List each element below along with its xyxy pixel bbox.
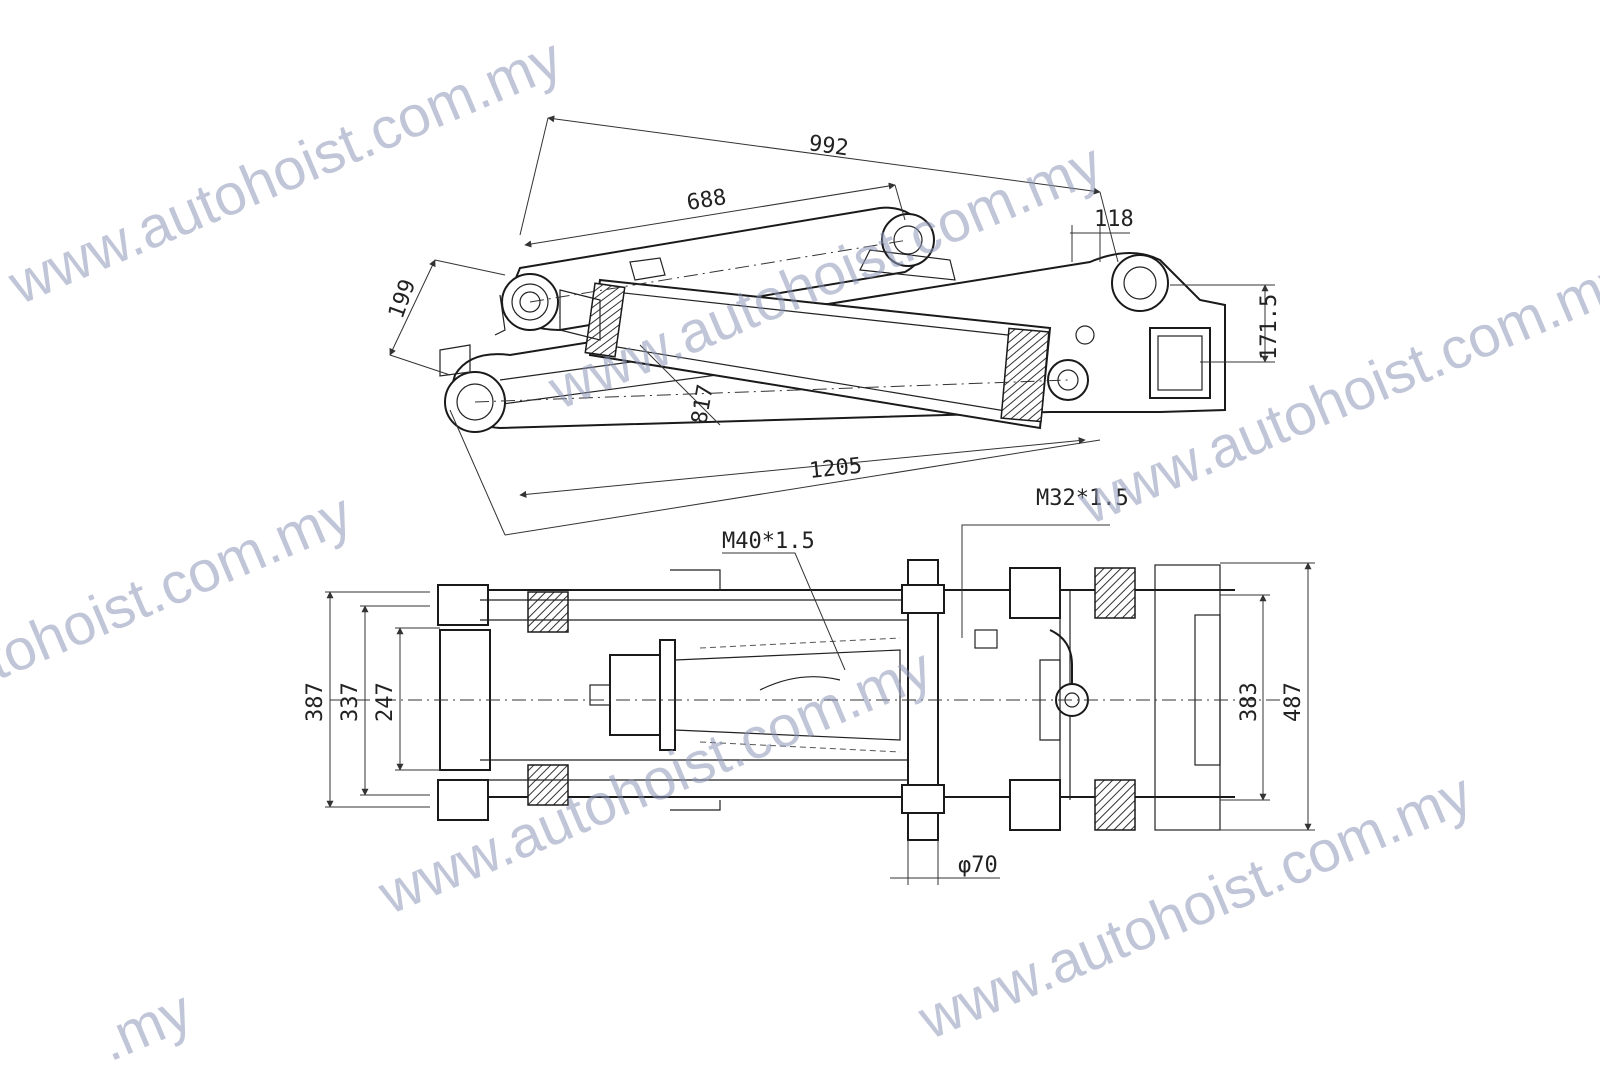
dim-1205: 1205 <box>808 454 863 484</box>
side-view <box>389 115 1275 536</box>
hydraulic-cylinder <box>559 278 1052 430</box>
pivot-cylinder-rear <box>1047 325 1095 401</box>
top-view <box>325 524 1315 885</box>
dim-337: 337 <box>338 682 363 722</box>
dim-688: 688 <box>685 185 728 216</box>
dim-487: 487 <box>1281 682 1306 722</box>
dim-387: 387 <box>303 682 328 722</box>
base-block <box>1149 327 1211 399</box>
watermark-6: www.autohoist.com.my <box>909 760 1481 1052</box>
thread-m32: M32*1.5 <box>1036 486 1129 511</box>
dim-phi70: φ70 <box>958 853 998 878</box>
cylinder-top-view <box>589 637 901 753</box>
dim-199: 199 <box>384 276 421 322</box>
dim-118: 118 <box>1094 207 1134 232</box>
watermark-4: www.autohoist.com.my <box>0 480 361 772</box>
dim-383: 383 <box>1237 682 1262 722</box>
dimension-labels: 992 688 118 199 171.5 817 1205 387 337 2… <box>303 131 1306 878</box>
watermark-1: www.autohoist.com.my <box>0 25 571 317</box>
pivot-eye-base <box>1111 254 1169 312</box>
dim-992: 992 <box>807 131 850 161</box>
dim-247: 247 <box>373 682 398 722</box>
watermark-7: .my <box>90 978 201 1066</box>
dim-171-5: 171.5 <box>1257 294 1282 360</box>
thread-m40: M40*1.5 <box>722 529 815 554</box>
